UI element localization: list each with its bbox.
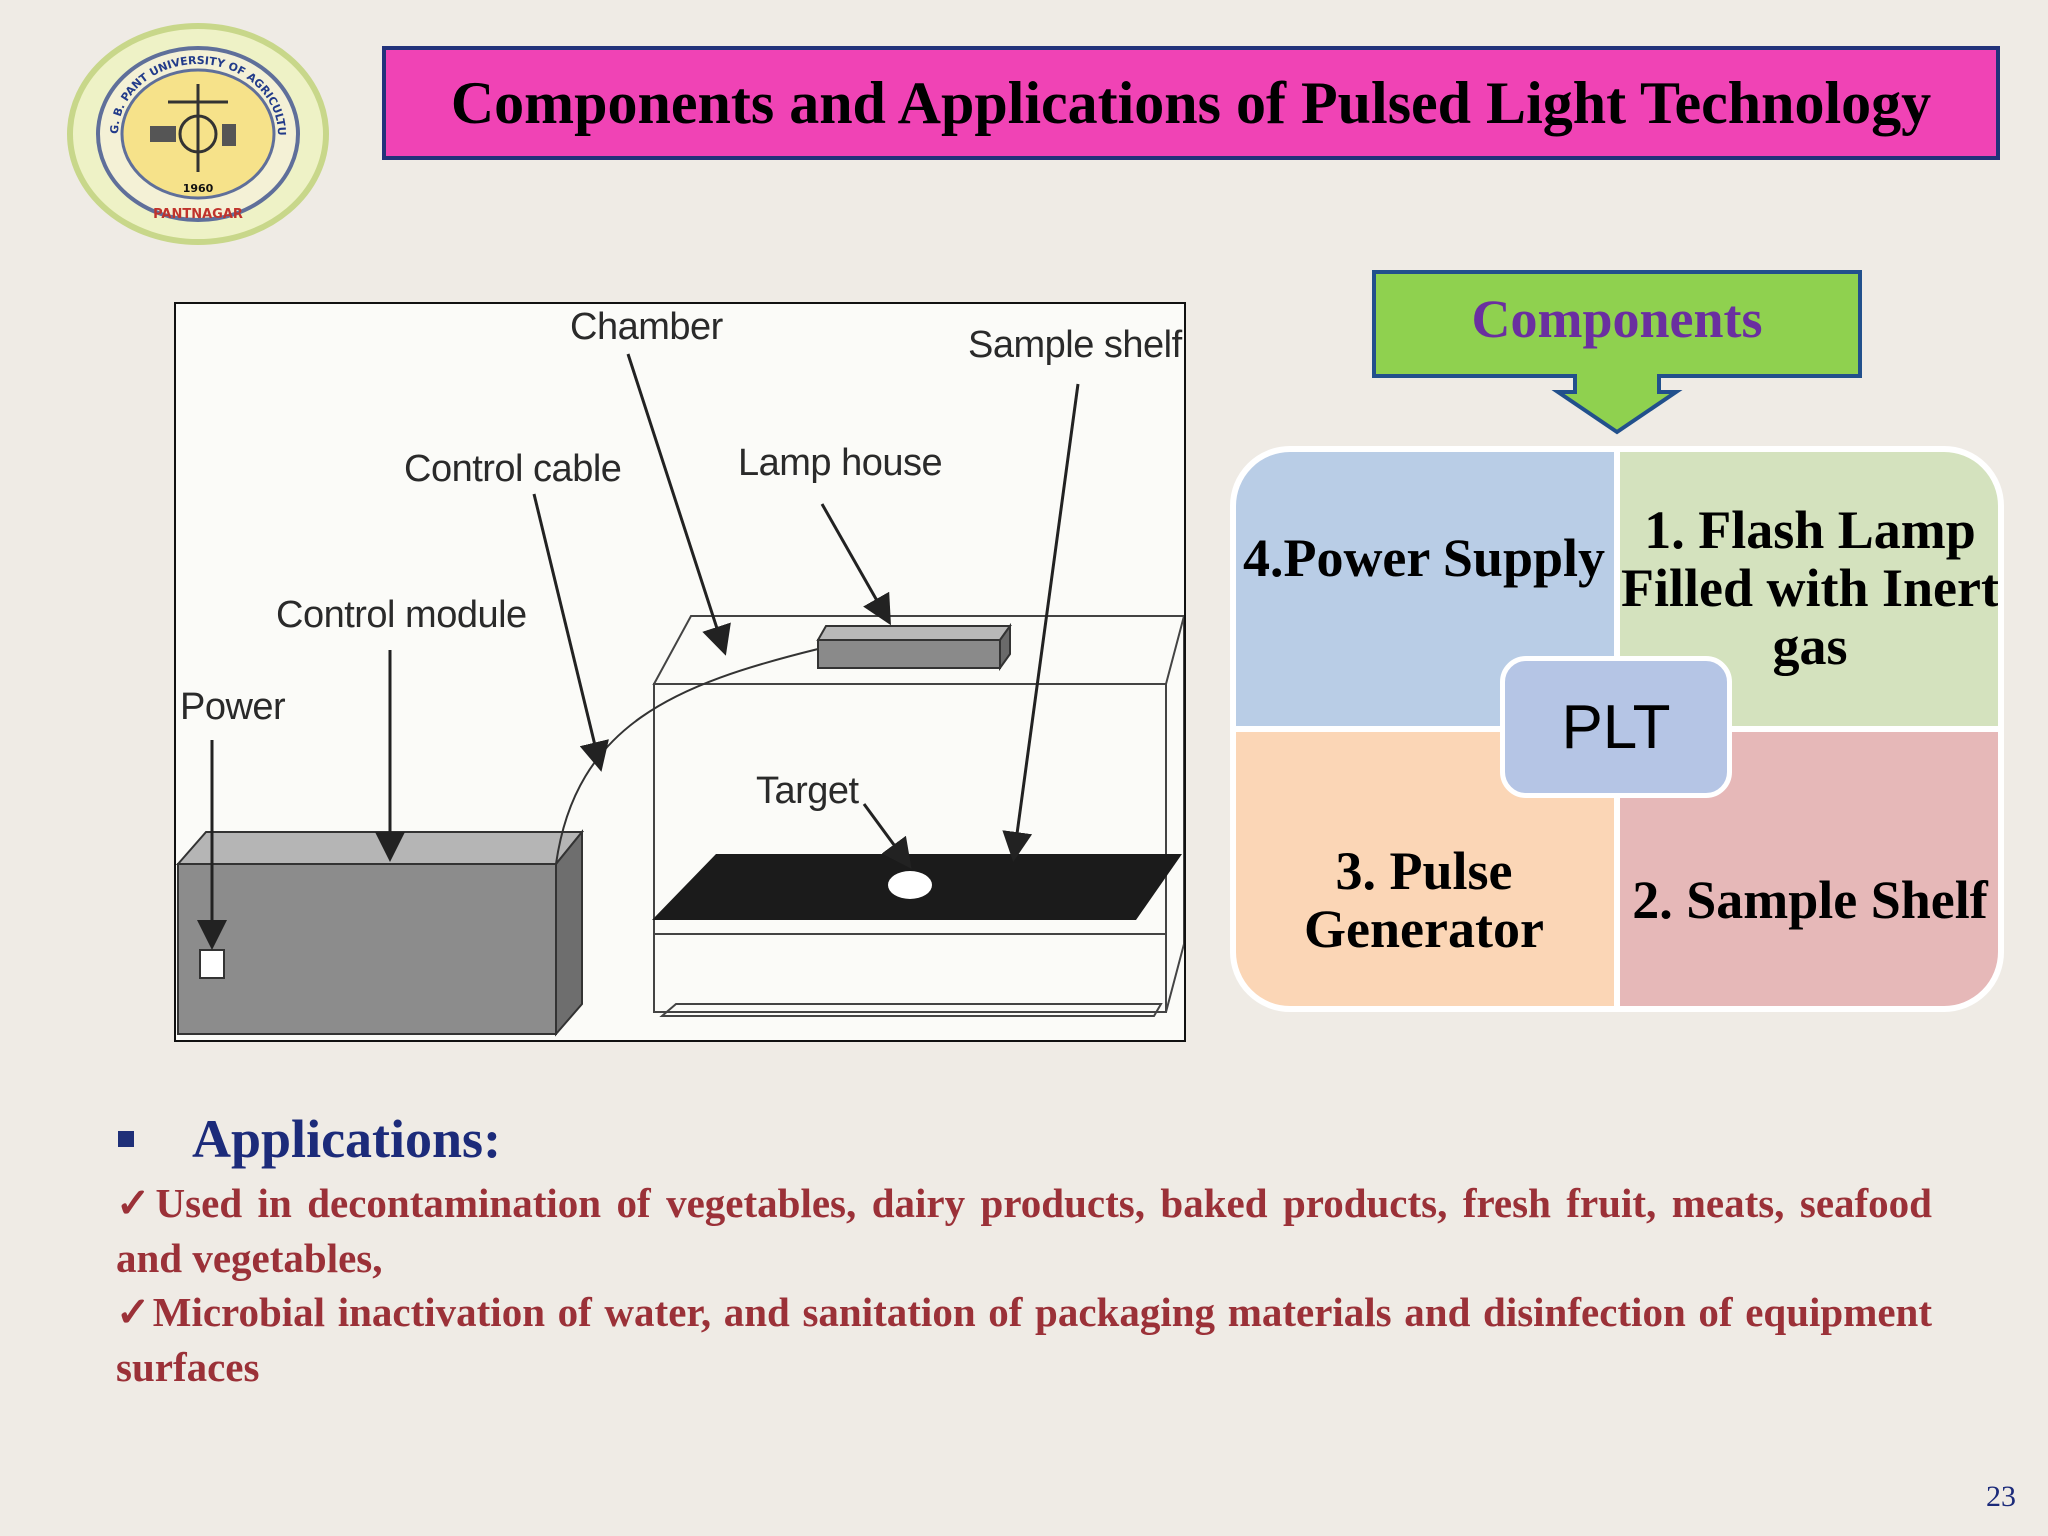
power-switch <box>199 949 225 979</box>
applications-heading: Applications: <box>118 1108 501 1170</box>
application-item: ✓Microbial inactivation of water, and sa… <box>116 1289 1932 1390</box>
slide-title-box: Components and Applications of Pulsed Li… <box>382 46 2000 160</box>
logo-place: PANTNAGAR <box>153 207 243 222</box>
sample-shelf-arrow <box>1002 383 1080 862</box>
chamber-box <box>652 615 1184 1017</box>
label-lamp-house: Lamp house <box>738 442 943 484</box>
application-item: ✓Used in decontamination of vegetables, … <box>116 1180 1932 1281</box>
bullet-square-icon <box>118 1131 134 1147</box>
slide-title: Components and Applications of Pulsed Li… <box>450 69 1932 136</box>
applications-heading-text: Applications: <box>192 1109 502 1169</box>
label-target: Target <box>756 770 859 812</box>
lamp-house-arrow <box>820 503 891 626</box>
label-power: Power <box>180 686 286 728</box>
label-control-cable: Control cable <box>404 448 622 490</box>
label-sample-shelf: Sample shelf <box>968 324 1182 366</box>
page-number: 23 <box>1986 1480 2016 1513</box>
components-banner: Components <box>1372 270 1862 440</box>
plt-center-label: PLT <box>1500 656 1732 798</box>
logo-year: 1960 <box>183 182 214 195</box>
target-arrow <box>862 803 912 869</box>
university-logo: G. B. PANT UNIVERSITY OF AGRICULTURE & T… <box>53 12 338 262</box>
chamber-arrow <box>626 353 731 656</box>
lamp-house-box <box>816 622 1012 672</box>
label-control-module: Control module <box>276 594 527 636</box>
target-sample <box>888 871 932 899</box>
pulsed-light-system-diagram: Chamber Sample shelf Control cable Lamp … <box>174 302 1186 1042</box>
components-banner-label: Components <box>1471 289 1763 349</box>
control-cable <box>555 648 819 865</box>
control-cable-arrow <box>532 493 609 772</box>
control-module-box <box>176 829 585 1037</box>
label-chamber: Chamber <box>570 306 723 348</box>
